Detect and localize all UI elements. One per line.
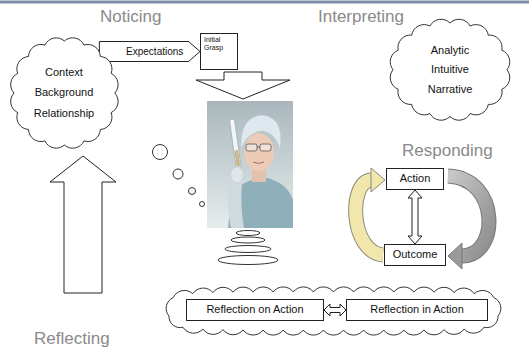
cloud-item: Intuitive xyxy=(431,63,469,76)
thought-cloud: ContextBackgroundRelationship xyxy=(7,34,122,152)
process-box: Action xyxy=(386,168,444,190)
test-tube xyxy=(229,119,241,169)
process-box: Outcome xyxy=(384,244,446,266)
stage-label: Interpreting xyxy=(318,7,404,27)
stacked-ellipses xyxy=(218,231,278,265)
block-arrow xyxy=(324,304,346,316)
process-box: Reflection on Action xyxy=(186,299,324,321)
arm xyxy=(228,180,244,228)
cycle-arrow-outline xyxy=(356,180,383,255)
glasses xyxy=(246,144,257,151)
process-box: Reflection in Action xyxy=(346,299,488,321)
box-label: Reflection in Action xyxy=(370,303,464,316)
ellipse-ring xyxy=(225,246,271,253)
top-rule xyxy=(0,1,529,4)
face xyxy=(244,133,274,171)
cloud-outline xyxy=(10,38,117,148)
cycle-arrow-outline xyxy=(448,176,489,256)
cycle-arrow-yellow xyxy=(356,180,383,255)
cycle-arrows xyxy=(356,168,489,269)
thought-bubble xyxy=(173,169,183,179)
mouth xyxy=(253,162,264,164)
box-label: Reflection on Action xyxy=(206,303,303,316)
box-label: Action xyxy=(400,172,431,185)
block-arrow xyxy=(99,41,200,62)
photo-illustration xyxy=(207,101,293,228)
box-label: Initial Grasp xyxy=(204,36,234,51)
cloud-outline xyxy=(166,287,501,335)
glasses-bridge xyxy=(257,147,260,148)
box-label: Outcome xyxy=(393,248,438,261)
thought-bubble xyxy=(200,202,205,207)
cycle-arrow-head xyxy=(448,243,462,269)
gloved-hand xyxy=(231,167,244,183)
cycle-arrow-grey xyxy=(448,176,489,256)
cloud-outline xyxy=(390,20,510,121)
process-box: Initial Grasp xyxy=(200,33,238,70)
up-block-arrow xyxy=(50,156,116,293)
cloud-item: Context xyxy=(45,66,83,79)
ellipse-ring xyxy=(236,231,260,236)
block-arrow xyxy=(408,190,422,244)
stage-label: Responding xyxy=(402,141,493,161)
thought-cloud: AnalyticIntuitiveNarrative xyxy=(386,16,514,123)
down-block-arrow xyxy=(196,72,290,99)
thought-bubbles xyxy=(153,145,205,207)
stage-label: Noticing xyxy=(100,7,161,27)
ellipse-ring xyxy=(231,237,265,243)
glasses xyxy=(260,144,271,151)
arrow-label: Expectations xyxy=(125,46,184,58)
cloud-item: Analytic xyxy=(431,44,470,57)
scrubs xyxy=(228,178,293,228)
test-tube-liquid xyxy=(234,150,240,167)
ellipse-ring xyxy=(218,256,278,265)
photo-ground xyxy=(207,101,293,228)
bottom-cloud xyxy=(166,287,501,335)
cap xyxy=(241,115,281,150)
stage-label: Reflecting xyxy=(34,329,110,349)
thought-bubble xyxy=(189,188,196,195)
cloud-item: Relationship xyxy=(34,107,95,120)
thought-bubble xyxy=(153,145,168,160)
cloud-item: Narrative xyxy=(428,83,473,96)
cycle-arrow-head xyxy=(371,168,385,192)
cloud-item: Background xyxy=(35,86,94,99)
